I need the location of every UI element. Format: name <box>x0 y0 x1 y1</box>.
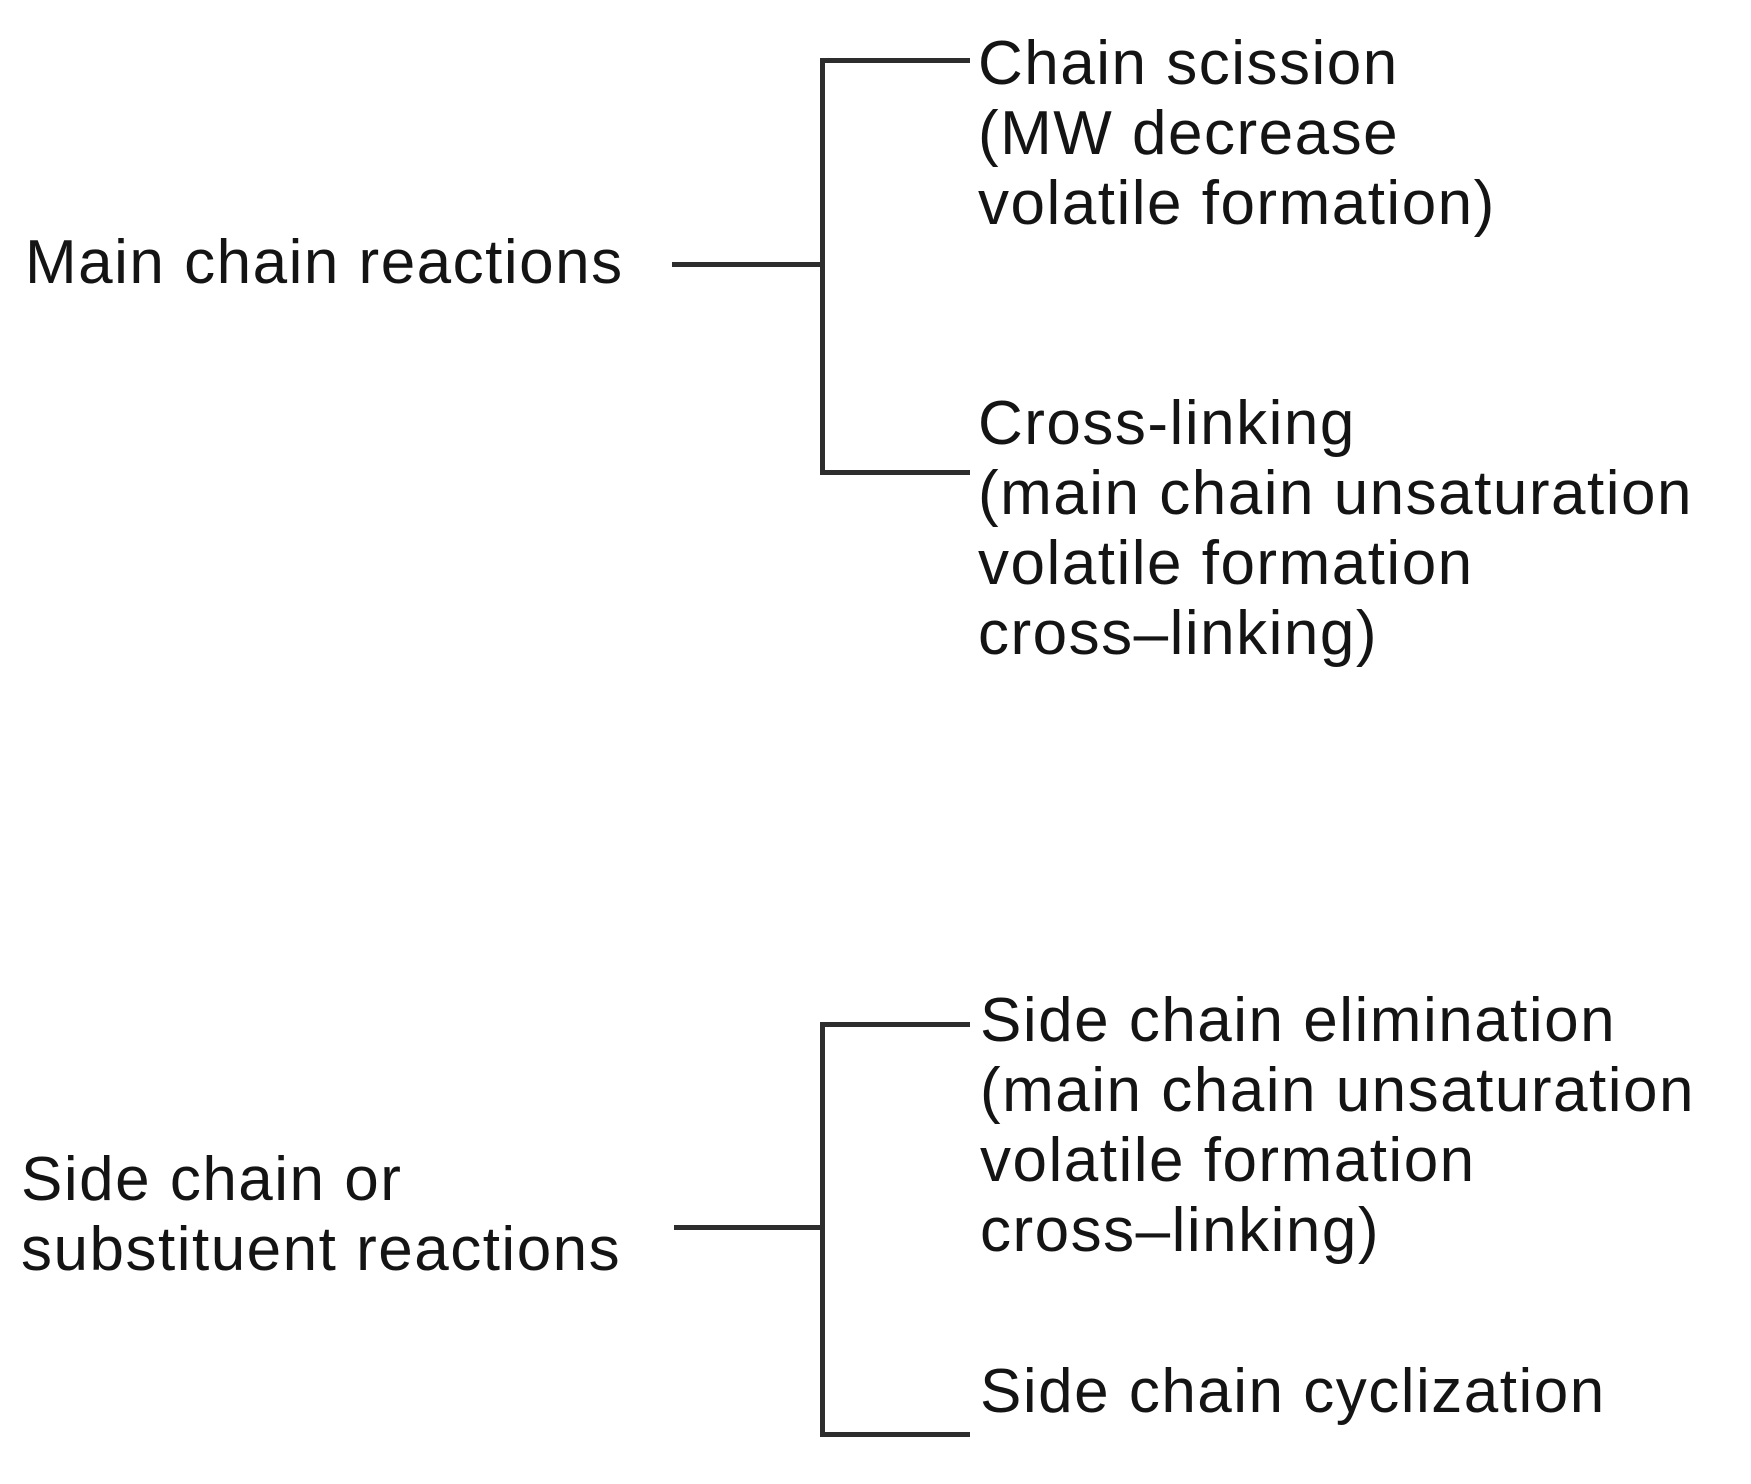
side-connector-line <box>674 1225 822 1230</box>
main-bracket <box>820 58 970 475</box>
branch-side-chain-elimination: Side chain elimination (main chain unsat… <box>980 986 1695 1266</box>
text-line: cross–linking) <box>980 1196 1381 1265</box>
label-side-chain-or-substituent-reactions: Side chain or substituent reactions <box>21 1145 621 1285</box>
text-line: Cross-linking <box>978 389 1356 458</box>
text-line: Side chain or <box>21 1145 403 1214</box>
text-line: (main chain unsaturation <box>978 459 1693 528</box>
text-line: Side chain cyclization <box>980 1357 1606 1426</box>
text-line: substituent reactions <box>21 1215 622 1284</box>
main-connector-line <box>672 262 822 267</box>
text-line: Main chain reactions <box>25 228 624 297</box>
side-bracket <box>820 1022 970 1437</box>
text-line: Chain scission <box>978 29 1399 98</box>
text-line: volatile formation) <box>978 169 1496 238</box>
text-line: Side chain elimination <box>980 986 1617 1055</box>
text-line: cross–linking) <box>978 599 1379 668</box>
text-line: (MW decrease <box>978 99 1400 168</box>
branch-chain-scission: Chain scission (MW decrease volatile for… <box>978 29 1496 239</box>
text-line: (main chain unsaturation <box>980 1056 1695 1125</box>
text-line: volatile formation <box>978 529 1474 598</box>
branch-side-chain-cyclization: Side chain cyclization <box>980 1357 1606 1427</box>
branch-cross-linking: Cross-linking (main chain unsaturation v… <box>978 389 1693 669</box>
label-main-chain-reactions: Main chain reactions <box>25 228 624 298</box>
text-line: volatile formation <box>980 1126 1476 1195</box>
